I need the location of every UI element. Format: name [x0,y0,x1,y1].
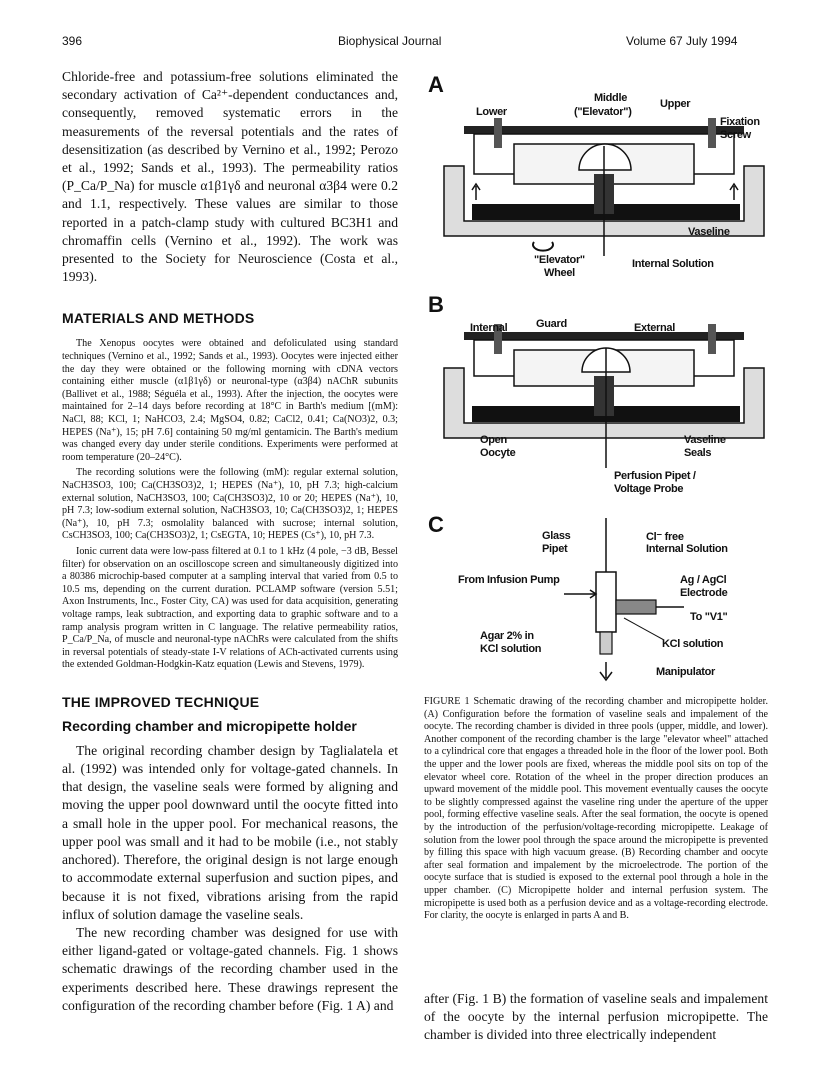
figure-panel-c: C Glass Pipet Cl⁻ free Internal Solution… [424,512,768,692]
technique-paragraph-2-continued: after (Fig. 1 B) the formation of vaseli… [424,991,768,1043]
label-internal: Internal [470,322,508,334]
label-vaseline: Vaseline [688,226,730,238]
label-manipulator: Manipulator [656,666,716,678]
label-elevator-wheel: "Elevator" [534,254,585,266]
label-upper: Upper [660,98,691,110]
label-screw: Screw [720,129,751,141]
page-number: 396 [62,34,83,48]
label-agar: Agar 2% in [480,630,534,642]
label-external: External [634,322,676,334]
panel-b-letter: B [428,292,444,317]
label-wheel: Wheel [544,267,575,279]
label-seals: Seals [684,447,712,459]
label-voltage-probe: Voltage Probe [614,483,684,495]
label-to-v1: To "V1" [690,611,728,623]
panel-a-letter: A [428,72,444,97]
label-guard: Guard [536,318,567,330]
label-kcl-solution: KCl solution [662,638,724,650]
chamber-diagram-a [443,118,765,256]
label-infusion-pump: From Infusion Pump [458,574,560,586]
technique-paragraph-2: The new recording chamber was designed f… [62,924,398,1013]
methods-heading: MATERIALS AND METHODS [62,310,255,327]
label-internal-solution: Internal Solution [646,543,728,555]
methods-paragraph-3: Ionic current data were low-pass filtere… [62,545,398,671]
label-ag-agcl: Ag / AgCl [680,574,727,586]
label-fixation: Fixation [720,116,760,128]
right-column-text: after (Fig. 1 B) the formation of vaseli… [424,990,768,1045]
label-pipet: Pipet [542,543,568,555]
label-elevator-pool: ("Elevator") [574,106,632,118]
label-glass: Glass [542,530,571,542]
methods-paragraph-1: The Xenopus oocytes were obtained and de… [62,338,398,463]
figure-panel-a: A Lower Middle ("Elevator") Upper Fixati… [424,66,768,284]
figure-panel-b: B Internal Guard External Open Oocyte Va… [424,288,768,506]
volume-date: Volume 67 July 1994 [626,34,738,48]
technique-heading: THE IMPROVED TECHNIQUE [62,693,260,710]
figure-caption: FIGURE 1 Schematic drawing of the record… [424,696,768,922]
figure-caption-block: FIGURE 1 Schematic drawing of the record… [424,696,768,923]
technique-subheading: Recording chamber and micropipette holde… [62,717,357,734]
label-open: Open [480,434,507,446]
technique-paragraph-1: The original recording chamber design by… [62,742,398,922]
label-lower: Lower [476,106,507,118]
label-oocyte: Oocyte [480,447,516,459]
methods-paragraph-2: The recording solutions were the followi… [62,467,398,542]
panel-c-letter: C [428,512,444,537]
label-cl-free: Cl⁻ free [646,531,684,543]
label-perfusion-pipet: Perfusion Pipet / [614,470,696,482]
label-middle: Middle [594,92,628,104]
label-kcl-agar: KCl solution [480,643,542,655]
intro-paragraph: Chloride-free and potassium-free solutio… [62,69,398,285]
label-electrode: Electrode [680,587,728,599]
chamber-diagram-b [443,324,765,468]
pipette-holder-diagram [564,518,684,682]
label-internal-solution: Internal Solution [632,258,714,270]
journal-title: Biophysical Journal [338,34,442,48]
left-column: Chloride-free and potassium-free solutio… [62,68,398,1015]
label-vaseline: Vaseline [684,434,726,446]
